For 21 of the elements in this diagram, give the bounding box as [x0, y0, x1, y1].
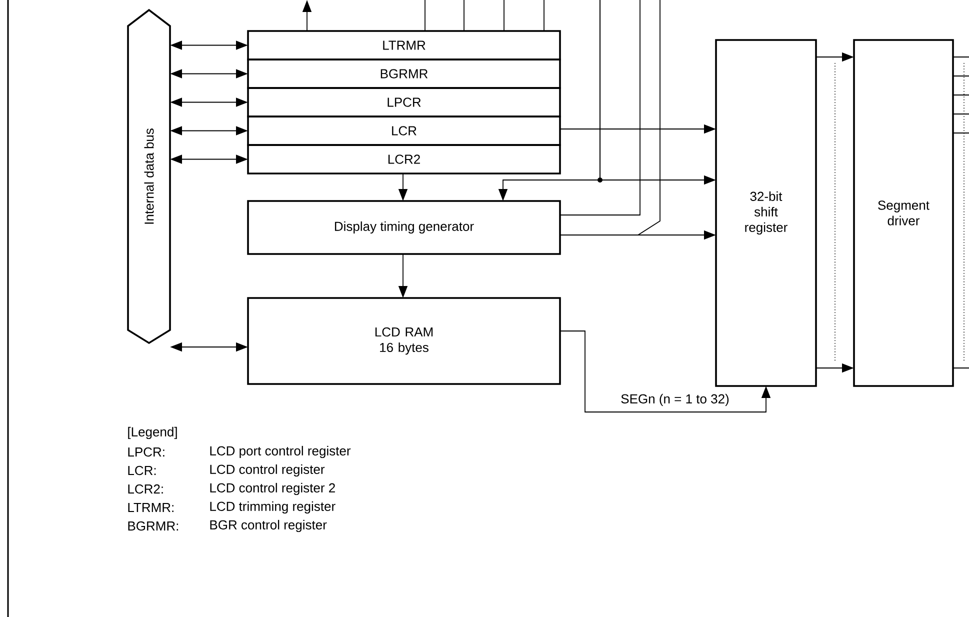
description-label: LCD control register 2	[210, 482, 335, 496]
legend-heading: [Legend]	[128, 426, 177, 440]
block-box: 32-bit shift register	[715, 39, 817, 387]
abbreviation-label: LCR2:	[128, 484, 163, 494]
edge-label: SEGn (n = 1 to 32)	[621, 394, 729, 406]
register-box: LCR	[247, 116, 561, 146]
block-box: LCD RAM 16 bytes	[247, 297, 561, 385]
abbreviation-label: LTRMR:	[128, 503, 174, 512]
abbreviation-label: LPCR:	[128, 447, 164, 457]
block-box: Display timing generator	[247, 200, 561, 255]
register-box: LTRMR	[247, 30, 561, 60]
block-box: Segment driver	[853, 39, 954, 387]
description-label: LCD control register	[210, 464, 325, 477]
description-label: BGR control register	[210, 520, 327, 532]
abbreviation-label: BGRMR:	[128, 521, 178, 531]
abbreviation-label: LCR:	[128, 466, 156, 476]
description-label: LCD trimming register	[210, 501, 336, 514]
register-box: LCR2	[247, 144, 561, 174]
register-box: BGRMR	[247, 58, 561, 89]
register-box: LPCR	[247, 87, 561, 118]
description-label: LCD port control register	[210, 446, 351, 458]
